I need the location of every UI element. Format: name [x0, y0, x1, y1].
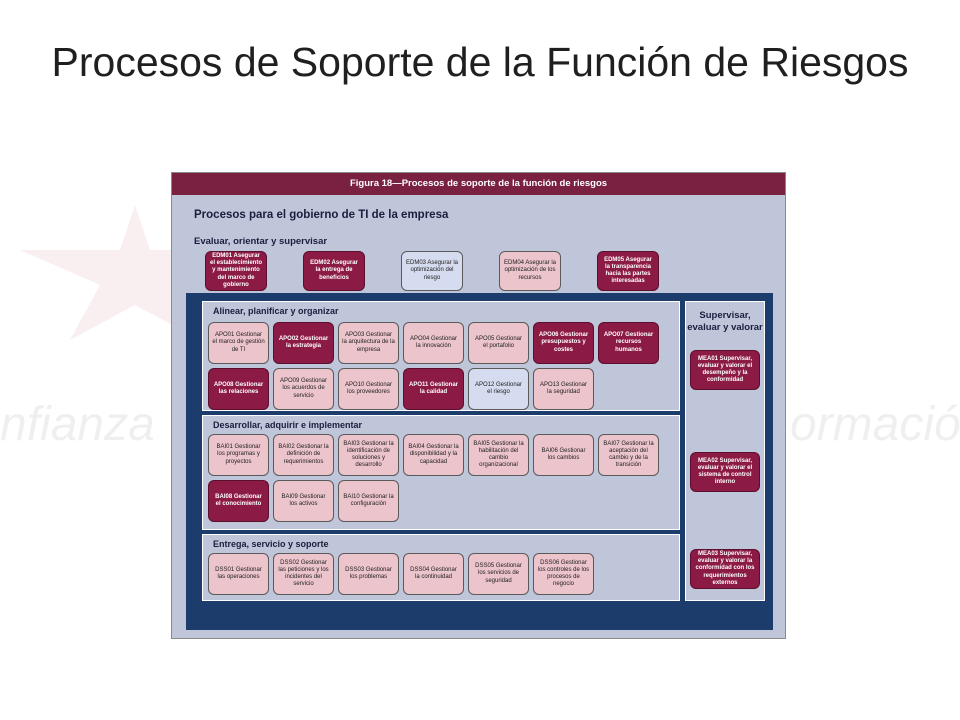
svg-text:nfianza: nfianza — [0, 398, 155, 451]
mea-process-box: MEA02 Supervisar, evaluar y valorar el s… — [690, 452, 760, 492]
bai-process-box: BAI04 Gestionar la disponibilidad y la c… — [403, 434, 464, 476]
apo-process-box: APO08 Gestionar las relaciones — [208, 368, 269, 410]
apo-process-box: APO01 Gestionar el marco de gestión de T… — [208, 322, 269, 364]
edm-process-box: EDM01 Asegurar el establecimiento y mant… — [205, 251, 267, 291]
governance-title: Procesos para el gobierno de TI de la em… — [194, 209, 449, 221]
bai-process-box: BAI10 Gestionar la configuración — [338, 480, 399, 522]
bai-process-box: BAI02 Gestionar la definición de requeri… — [273, 434, 334, 476]
apo-process-box: APO11 Gestionar la calidad — [403, 368, 464, 410]
apo-process-box: APO13 Gestionar la seguridad — [533, 368, 594, 410]
management-area: Alinear, planificar y organizar APO01 Ge… — [186, 293, 773, 630]
dss-process-box: DSS05 Gestionar los servicios de segurid… — [468, 553, 529, 595]
apo-process-box: APO12 Gestionar el riesgo — [468, 368, 529, 410]
svg-text:ormació: ormació — [790, 398, 960, 451]
edm-process-box: EDM02 Asegurar la entrega de beneficios — [303, 251, 365, 291]
mea-process-box: MEA01 Supervisar, evaluar y valorar el d… — [690, 350, 760, 390]
dss-panel: Entrega, servicio y soporte DSS01 Gestio… — [202, 534, 680, 601]
edm-process-box: EDM04 Asegurar la optimización de los re… — [499, 251, 561, 291]
slide-title: Procesos de Soporte de la Función de Rie… — [51, 39, 909, 85]
bai-process-box: BAI07 Gestionar la aceptación del cambio… — [598, 434, 659, 476]
bai-panel: Desarrollar, adquirir e implementar BAI0… — [202, 415, 680, 530]
edm-section-title: Evaluar, orientar y supervisar — [194, 236, 328, 247]
mea-panel: Supervisar, evaluar y valorar MEA01 Supe… — [685, 301, 765, 601]
mea-section-title: Supervisar, evaluar y valorar — [687, 310, 763, 333]
bai-process-box: BAI03 Gestionar la identificación de sol… — [338, 434, 399, 476]
edm-process-box: EDM05 Asegurar la transparencia hacia la… — [597, 251, 659, 291]
bai-process-box: BAI08 Gestionar el conocimiento — [208, 480, 269, 522]
apo-process-box: APO03 Gestionar la arquitectura de la em… — [338, 322, 399, 364]
dss-process-box: DSS06 Gestionar los controles de los pro… — [533, 553, 594, 595]
figure-header: Figura 18—Procesos de soporte de la func… — [172, 173, 785, 195]
apo-process-box: APO09 Gestionar los acuerdos de servicio — [273, 368, 334, 410]
dss-process-box: DSS04 Gestionar la continuidad — [403, 553, 464, 595]
apo-panel: Alinear, planificar y organizar APO01 Ge… — [202, 301, 680, 411]
dss-process-box: DSS03 Gestionar los problemas — [338, 553, 399, 595]
bai-process-box: BAI05 Gestionar la habilitación del camb… — [468, 434, 529, 476]
edm-process-box: EDM03 Asegurar la optimización del riesg… — [401, 251, 463, 291]
mea-process-box: MEA03 Supervisar, evaluar y valorar la c… — [690, 549, 760, 589]
dss-process-box: DSS02 Gestionar las peticiones y los inc… — [273, 553, 334, 595]
bai-section-title: Desarrollar, adquirir e implementar — [213, 420, 363, 430]
apo-process-box: APO04 Gestionar la innovación — [403, 322, 464, 364]
dss-section-title: Entrega, servicio y soporte — [213, 539, 329, 549]
apo-process-box: APO06 Gestionar presupuestos y costes — [533, 322, 594, 364]
bai-process-box: BAI06 Gestionar los cambios — [533, 434, 594, 476]
apo-process-box: APO07 Gestionar recursos humanos — [598, 322, 659, 364]
apo-process-box: APO10 Gestionar los proveedores — [338, 368, 399, 410]
apo-process-box: APO05 Gestionar el portafolio — [468, 322, 529, 364]
apo-section-title: Alinear, planificar y organizar — [213, 306, 339, 316]
apo-process-box: APO02 Gestionar la estrategia — [273, 322, 334, 364]
dss-process-box: DSS01 Gestionar las operaciones — [208, 553, 269, 595]
bai-process-box: BAI01 Gestionar los programas y proyecto… — [208, 434, 269, 476]
bai-process-box: BAI09 Gestionar los activos — [273, 480, 334, 522]
cobit-figure: Figura 18—Procesos de soporte de la func… — [171, 172, 786, 639]
